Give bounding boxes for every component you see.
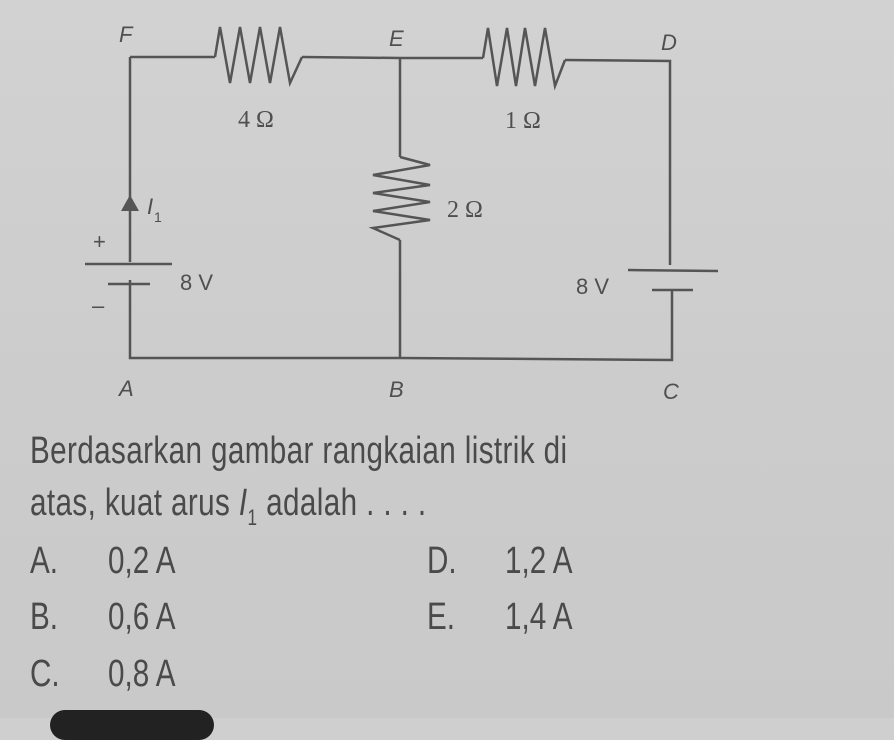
option-c[interactable]: C. 0,8 A [30, 653, 176, 696]
option-letter: A. [30, 540, 59, 582]
option-letter: C. [30, 653, 60, 695]
current-variable-subscript: 1 [247, 505, 258, 530]
current-arrow-icon [121, 195, 139, 211]
node-label-F: F [119, 22, 134, 47]
question-line-2-start: atas, kuat arus [30, 482, 239, 524]
option-e[interactable]: E. 1,4 A [427, 596, 573, 639]
wire-resistor-1-to-D [564, 58, 672, 265]
right-battery-voltage-label: 8 V [576, 274, 609, 299]
question-line-1: Berdasarkan gambar rangkaian listrik di [30, 430, 568, 472]
option-letter: B. [30, 596, 59, 638]
option-d[interactable]: D. 1,2 A [427, 540, 573, 583]
circuit-diagram: F E D A B C 4 Ω 1 Ω 2 Ω 8 V 8 V + – I 1 [85, 22, 719, 404]
resistor-4-ohm-label: 4 Ω [238, 107, 274, 133]
node-label-A: A [117, 376, 134, 401]
option-value: 0,8 A [108, 653, 176, 695]
resistor-1-ohm-label: 1 Ω [505, 108, 541, 134]
left-battery-voltage-label: 8 V [180, 270, 213, 295]
question-text: Berdasarkan gambar rangkaian listrik di … [30, 425, 685, 544]
option-letter: D. [427, 540, 457, 582]
option-value: 1,4 A [505, 596, 573, 638]
current-variable: I [238, 482, 248, 524]
right-battery-long-plate [627, 268, 719, 273]
option-value: 0,2 A [108, 540, 176, 582]
option-a[interactable]: A. 0,2 A [30, 540, 176, 583]
node-label-D: D [661, 30, 677, 55]
wire-resistor-4-to-E [301, 55, 401, 60]
question-line-2-end: adalah . . . . [257, 482, 427, 524]
node-label-C: C [663, 379, 679, 404]
option-value: 1,2 A [505, 540, 573, 582]
resistor-4-ohm-zigzag [213, 26, 304, 88]
option-b[interactable]: B. 0,6 A [30, 596, 176, 639]
option-value: 0,6 A [108, 596, 176, 638]
option-letter: E. [427, 596, 456, 638]
current-label-subscript: 1 [154, 209, 162, 225]
dark-overlay-pill [50, 710, 214, 740]
resistor-2-ohm-label: 2 Ω [447, 197, 483, 223]
resistor-1-ohm-zigzag [481, 27, 567, 91]
question-line-2: atas, kuat arus I1 adalah . . . . [30, 477, 685, 544]
current-label-I: I [147, 194, 153, 219]
node-label-B: B [389, 377, 404, 402]
wire-bottom [128, 280, 674, 362]
node-label-E: E [389, 26, 404, 51]
resistor-2-ohm-zigzag [368, 155, 431, 242]
minus-sign: – [92, 293, 105, 318]
plus-sign: + [93, 229, 106, 254]
